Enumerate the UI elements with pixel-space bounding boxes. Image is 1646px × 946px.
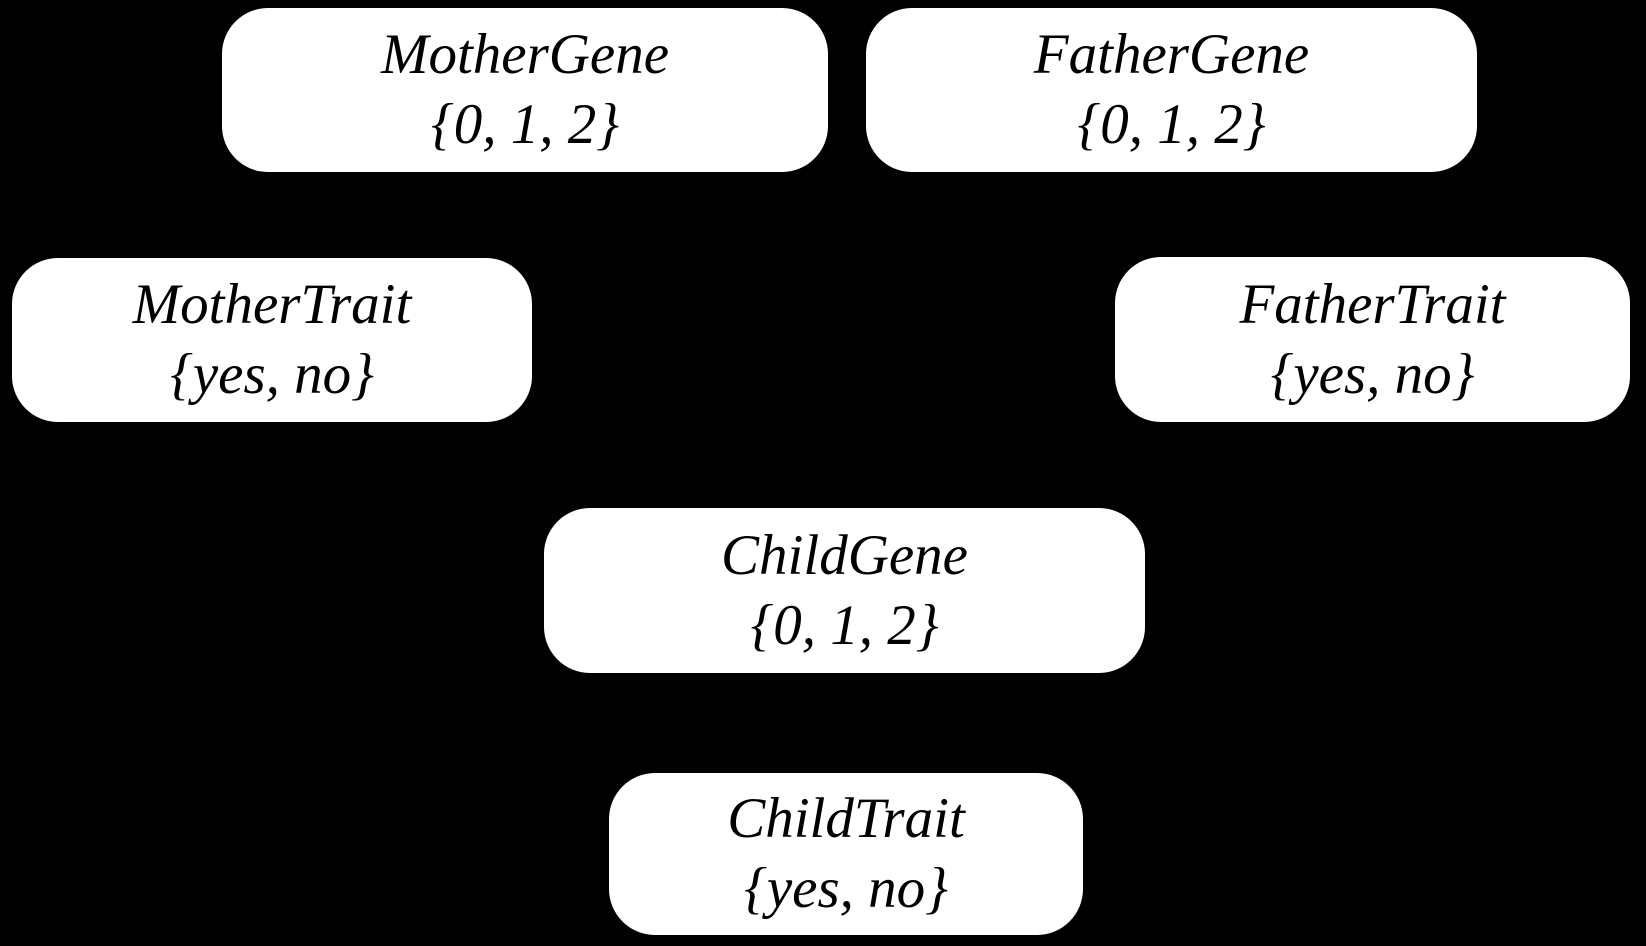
- node-father-gene: FatherGene {0, 1, 2}: [866, 8, 1477, 172]
- node-label: ChildGene: [721, 523, 968, 587]
- node-child-trait: ChildTrait {yes, no}: [609, 773, 1083, 935]
- node-domain: {yes, no}: [1270, 342, 1475, 406]
- node-mother-trait: MotherTrait {yes, no}: [12, 258, 532, 422]
- node-domain: {yes, no}: [170, 343, 374, 406]
- node-domain: {0, 1, 2}: [1077, 93, 1266, 156]
- node-child-gene: ChildGene {0, 1, 2}: [544, 508, 1145, 673]
- node-father-trait: FatherTrait {yes, no}: [1115, 257, 1630, 422]
- node-label: MotherGene: [380, 23, 670, 86]
- node-domain: {0, 1, 2}: [430, 93, 620, 156]
- node-domain: {yes, no}: [744, 857, 948, 920]
- node-label: FatherTrait: [1239, 272, 1506, 336]
- node-label: FatherGene: [1033, 23, 1310, 86]
- node-label: MotherTrait: [132, 273, 412, 336]
- node-domain: {0, 1, 2}: [750, 593, 939, 657]
- node-mother-gene: MotherGene {0, 1, 2}: [222, 8, 828, 172]
- node-label: ChildTrait: [727, 787, 965, 850]
